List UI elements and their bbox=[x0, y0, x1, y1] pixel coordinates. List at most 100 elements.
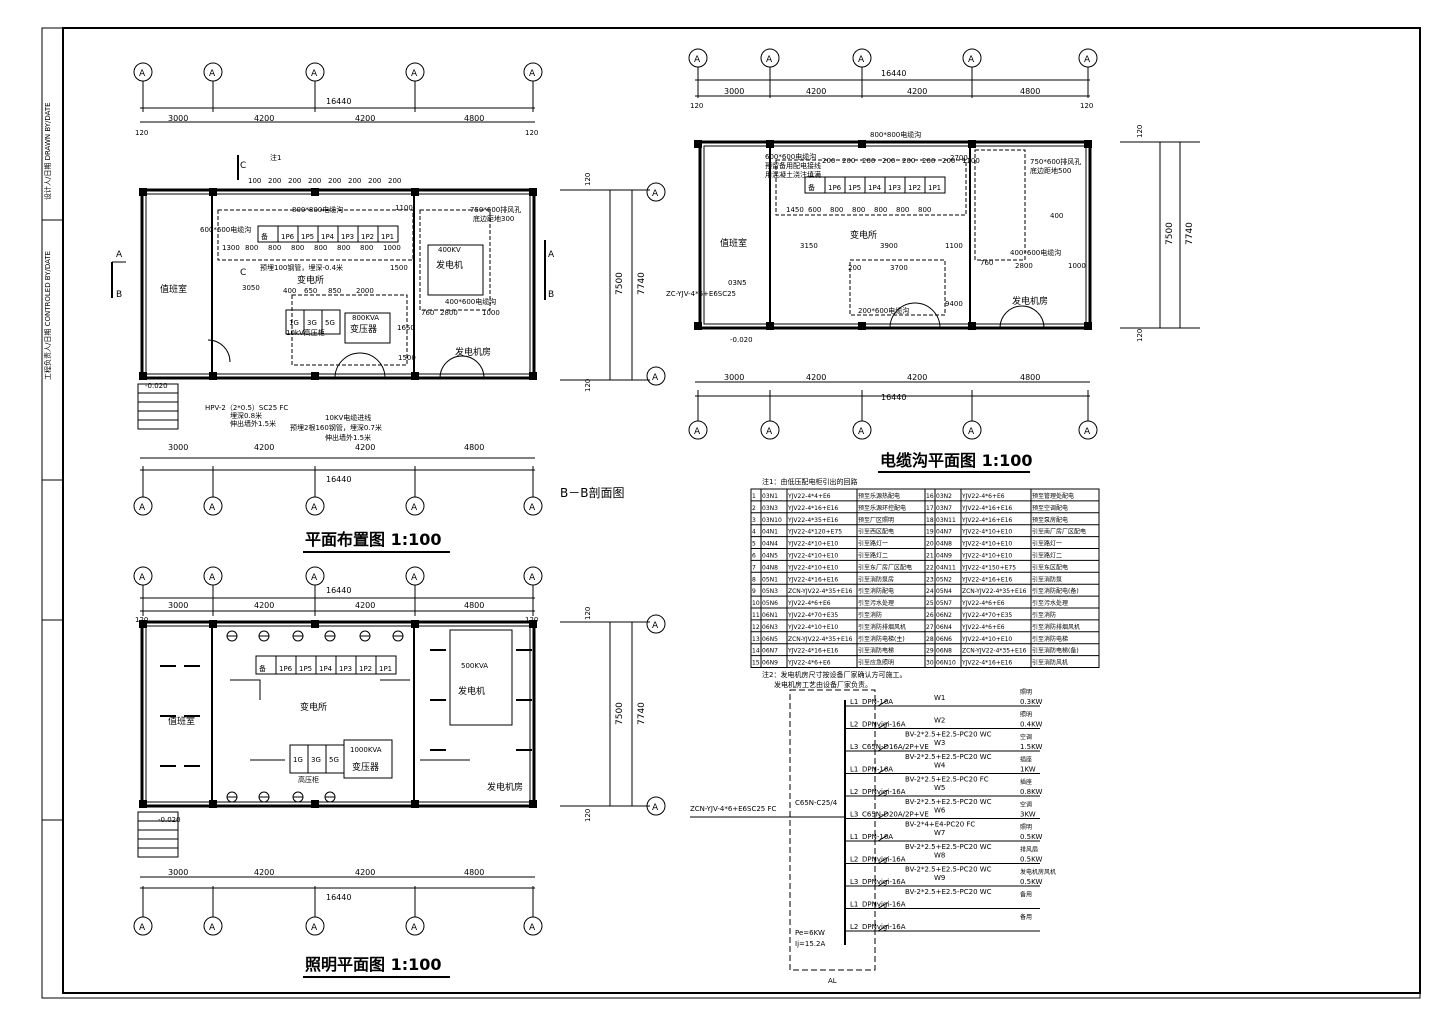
circuit-cable-8: BV-2*2.5+E2.5-PC20 WC bbox=[905, 888, 992, 896]
plan2-generator-room: 发电机房 bbox=[1012, 295, 1048, 307]
circuit-use-4: 插座 bbox=[1020, 778, 1032, 786]
circuit-cable-5: BV-2*4+E4-PC20 FC bbox=[905, 821, 975, 829]
table-cell-1-0: 2 bbox=[752, 505, 756, 512]
circuit-cable-1: BV-2*2.5+E2.5-PC20 WC bbox=[905, 731, 992, 739]
plan1-generator-cap: 400KV bbox=[438, 246, 461, 254]
plan1-axis-bot-1: A bbox=[209, 503, 216, 513]
table-cell-6-1: 04N8 bbox=[762, 564, 778, 571]
table-cell-3-7: 引至南厂房厂区配电 bbox=[1032, 528, 1086, 536]
plan3-axis-bot-2: A bbox=[311, 923, 318, 933]
table-cell-6-2: YJV22-4*10+E10 bbox=[787, 564, 838, 571]
plan3-axis-top-3: A bbox=[411, 573, 418, 583]
circuit-phase-1: L2 bbox=[850, 721, 858, 729]
table-cell-1-7: 预至空调配电 bbox=[1032, 504, 1068, 512]
table-cell-8-7: 引至消防配电(备) bbox=[1032, 587, 1079, 595]
circuit-breaker-5: C65N-D20A/2P+VE bbox=[862, 811, 929, 819]
table-cell-12-5: 06N6 bbox=[936, 636, 952, 643]
plan2-cable-in: ZC-YJV-4*6+E6SC25 bbox=[666, 290, 736, 298]
table-cell-4-0: 5 bbox=[752, 541, 756, 548]
plan2-cabw-6: 200 bbox=[942, 157, 955, 165]
plan2-dim-top-seg-2: 4200 bbox=[907, 87, 927, 96]
plan1-transformer-cap: 800KVA bbox=[352, 314, 379, 322]
table-cell-13-3: 引至消防电梯 bbox=[858, 647, 894, 655]
plan2-cabw-7: 1100 bbox=[962, 157, 980, 165]
plan3-substation: 变电所 bbox=[300, 701, 327, 713]
plan2-inner-8: 400 bbox=[1050, 212, 1063, 220]
table-cell-13-2: YJV22-4*16+E16 bbox=[787, 648, 838, 655]
table-cell-12-4: 28 bbox=[926, 636, 934, 643]
section-mark-b: B bbox=[116, 290, 122, 300]
plan1-cab-4: 1P3 bbox=[341, 233, 354, 241]
plan1-cab-5: 1P2 bbox=[361, 233, 374, 241]
plan1-inner-9: 1500 bbox=[390, 264, 408, 272]
table-cell-9-1: 05N6 bbox=[762, 600, 778, 607]
plan1-vdim-1: 7740 bbox=[637, 272, 647, 295]
plan1-cable-note-4: 预埋2根160钢管，埋深0.7米 bbox=[290, 423, 382, 432]
plan1-axis-top-1: A bbox=[209, 69, 216, 79]
table-cell-4-3: 引至路灯一 bbox=[858, 540, 888, 548]
plan3-dim-top-seg-2: 4200 bbox=[355, 601, 375, 610]
plan2-inner-3: 200 bbox=[848, 264, 861, 272]
plan1-axis-bot-4: A bbox=[529, 503, 536, 513]
table-cell-4-5: 04N8 bbox=[936, 541, 952, 548]
table-cell-9-2: YJV22-4*6+E6 bbox=[787, 600, 831, 607]
plan2-trench-2: 预留备用配电接线 bbox=[765, 161, 821, 170]
circuit-use-10: 备用 bbox=[1020, 913, 1032, 921]
circuit-breaker-6: DPN-16A bbox=[862, 833, 893, 841]
plan1-cabw-7: 200 bbox=[388, 177, 401, 185]
table-cell-0-7: 预至管理处配电 bbox=[1032, 492, 1074, 500]
checked-by-label: 工程负责人/日期 CONTROLED BY/DATE bbox=[43, 251, 52, 380]
plan1-cabd-2: 800 bbox=[268, 244, 281, 252]
circuit-wire-0: W1 bbox=[934, 694, 945, 702]
table-cell-12-1: 06N5 bbox=[762, 636, 778, 643]
plan2-inner-0: 3150 bbox=[800, 242, 818, 250]
circuit-wire-8: W9 bbox=[934, 874, 945, 882]
dist-panel: AL bbox=[828, 977, 837, 985]
table-cell-5-6: YJV22-4*10+E10 bbox=[961, 553, 1012, 560]
plan3-dim-top-seg-3: 4800 bbox=[464, 601, 484, 610]
circuit-phase-8: L3 bbox=[850, 878, 858, 886]
plan1-dim-top-total: 16440 bbox=[326, 97, 351, 106]
plan3-cab-2: 1P5 bbox=[299, 665, 312, 673]
plan1-vdim-0: 7500 bbox=[615, 272, 625, 295]
plan1-axis-top-2: A bbox=[311, 69, 318, 79]
plan2-cabw-1: 200 bbox=[842, 157, 855, 165]
plan2-axis-top-3: A bbox=[968, 55, 975, 65]
table-cell-7-5: 05N2 bbox=[936, 576, 952, 583]
inner-frame bbox=[62, 27, 1421, 994]
table-cell-13-4: 29 bbox=[926, 648, 934, 655]
plan3-vdim-1: 7740 bbox=[637, 702, 647, 725]
section-mark-b2: B bbox=[548, 290, 554, 300]
plan2-cab-6: 1P1 bbox=[928, 184, 941, 192]
plan2-trench-6: 400*600电缆沟 bbox=[1010, 248, 1061, 257]
table-cell-0-4: 16 bbox=[926, 493, 934, 500]
circuit-breaker-2: C65N-D16A/2P+VE bbox=[862, 743, 929, 751]
plan1-inner-8: 1100 bbox=[395, 204, 413, 212]
circuit-use-8: 发电机房风机 bbox=[1020, 868, 1056, 876]
table-cell-2-3: 预至厂区照明 bbox=[858, 516, 894, 524]
circuit-cable-6: BV-2*2.5+E2.5-PC20 WC bbox=[905, 843, 992, 851]
table-cell-3-6: YJV22-4*10+E10 bbox=[961, 529, 1012, 536]
table-cell-1-1: 03N3 bbox=[762, 505, 778, 512]
plan3-duty-room: 值班室 bbox=[168, 715, 195, 727]
table-cell-4-2: YJV22-4*10+E10 bbox=[787, 541, 838, 548]
plan2-axis-top-1: A bbox=[766, 55, 773, 65]
plan1-axis-top-4: A bbox=[529, 69, 536, 79]
plan3-axis-top-1: A bbox=[209, 573, 216, 583]
plan2-cabw-3: 200 bbox=[882, 157, 895, 165]
plan3-axis-top-0: A bbox=[139, 573, 146, 583]
plan1-cabw-1: 200 bbox=[268, 177, 281, 185]
plan1-cab-1: 1P6 bbox=[281, 233, 295, 241]
plan1-cabw-3: 200 bbox=[308, 177, 321, 185]
plan3-dim-top-total: 16440 bbox=[326, 586, 351, 595]
plan1-trench-3: 底边距地300 bbox=[473, 214, 514, 223]
table-cell-13-0: 14 bbox=[752, 648, 760, 655]
plan2-axis-top-0: A bbox=[694, 55, 701, 65]
table-cell-7-4: 23 bbox=[926, 576, 934, 583]
table-cell-9-0: 10 bbox=[752, 600, 760, 607]
table-cell-3-4: 19 bbox=[926, 529, 934, 536]
plan1-dim-top-small-l: 120 bbox=[135, 129, 148, 137]
plan2-inner-6: 2800 bbox=[1015, 262, 1033, 270]
plan1-level: -0.020 bbox=[145, 382, 168, 390]
